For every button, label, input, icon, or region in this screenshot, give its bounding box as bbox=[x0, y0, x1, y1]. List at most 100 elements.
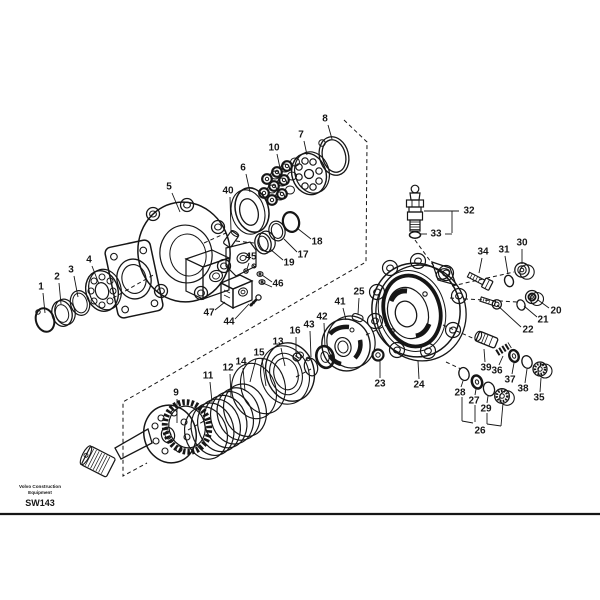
part-7-retainer-plate bbox=[290, 151, 331, 196]
part-callout-38: 38 bbox=[517, 384, 529, 395]
part-callout-35: 35 bbox=[533, 393, 545, 404]
callout-leader-44 bbox=[234, 303, 250, 320]
part-callout-10: 10 bbox=[268, 143, 280, 154]
part-callout-18: 18 bbox=[311, 237, 323, 248]
callout-leader-15 bbox=[249, 358, 257, 383]
callout-leader-47 bbox=[214, 301, 226, 311]
callout-leader-34 bbox=[478, 257, 483, 274]
callout-leader-21 bbox=[523, 305, 538, 318]
part-callout-12: 12 bbox=[222, 363, 234, 374]
callout-leader-43 bbox=[309, 330, 312, 358]
callout-leader-12 bbox=[229, 373, 232, 398]
part-callout-44: 44 bbox=[223, 317, 235, 328]
part-callout-34: 34 bbox=[477, 247, 489, 258]
brand-line2: Equipment bbox=[28, 490, 52, 495]
part-callout-37: 37 bbox=[504, 375, 516, 386]
callout-leader-3 bbox=[73, 275, 79, 298]
callout-leader-31 bbox=[504, 255, 509, 275]
callout-leader-22 bbox=[496, 304, 522, 328]
part-30-plug bbox=[514, 262, 535, 280]
part-callout-42: 42 bbox=[316, 312, 328, 323]
part-1-snap-ring bbox=[34, 307, 56, 333]
part-callout-29: 29 bbox=[480, 404, 492, 415]
part-13-retainer-cup bbox=[260, 342, 316, 405]
part-32-relief-valve bbox=[405, 184, 425, 232]
part-28-o-ring bbox=[458, 366, 470, 382]
part-39-valve-spool bbox=[474, 330, 499, 349]
part-31-o-ring bbox=[503, 274, 515, 288]
part-26-plug bbox=[494, 388, 515, 406]
callout-leader-38 bbox=[524, 368, 528, 384]
callout-leader-45 bbox=[246, 262, 250, 270]
part-callout-28: 28 bbox=[454, 388, 466, 399]
part-callout-8: 8 bbox=[322, 114, 328, 125]
part-37-seal-ring bbox=[508, 348, 520, 364]
callout-leader-37 bbox=[511, 362, 515, 375]
part-callout-2: 2 bbox=[54, 272, 60, 283]
part-36-spring bbox=[495, 342, 512, 356]
part-17-seal-ring bbox=[268, 220, 286, 242]
part-43-ring bbox=[303, 356, 319, 377]
part-callout-16: 16 bbox=[289, 326, 301, 337]
callout-leader-40 bbox=[229, 196, 232, 232]
part-4-ball-bearing bbox=[84, 268, 122, 312]
callout-leader-46 bbox=[261, 274, 273, 283]
callout-leader-15 bbox=[261, 358, 267, 387]
callout-leader-10 bbox=[276, 153, 281, 169]
part-6-retainer-ring bbox=[230, 187, 270, 235]
callout-leader-18 bbox=[296, 227, 312, 240]
callout-leader-42 bbox=[323, 322, 326, 348]
callout-leader-26 bbox=[461, 420, 474, 424]
part-callout-13: 13 bbox=[272, 337, 284, 348]
part-callout-36: 36 bbox=[491, 366, 503, 377]
part-29-o-ring bbox=[482, 381, 496, 397]
part-callout-6: 6 bbox=[240, 163, 246, 174]
part-callout-40: 40 bbox=[222, 186, 234, 197]
callout-leader-26 bbox=[500, 402, 504, 427]
callout-leader-29 bbox=[486, 395, 489, 404]
title-block: Volvo Construction Equipment SW143 bbox=[19, 484, 61, 508]
part-callout-22: 22 bbox=[522, 325, 534, 336]
callout-leader-8 bbox=[327, 124, 333, 140]
part-callout-19: 19 bbox=[283, 258, 295, 269]
part-callout-47: 47 bbox=[203, 308, 215, 319]
brand-line1: Volvo Construction bbox=[19, 484, 61, 489]
part-callout-31: 31 bbox=[498, 245, 510, 256]
part-callout-17: 17 bbox=[297, 250, 309, 261]
part-callout-5: 5 bbox=[166, 182, 172, 193]
part-callout-1: 1 bbox=[38, 282, 44, 293]
part-42-bearing-ring bbox=[315, 344, 335, 370]
part-callout-43: 43 bbox=[303, 320, 315, 331]
part-21-o-ring bbox=[516, 299, 526, 311]
part-callout-32: 32 bbox=[463, 206, 475, 217]
part-9-drive-shaft bbox=[79, 399, 213, 478]
part-18-ring bbox=[281, 211, 301, 233]
callout-leader-46 bbox=[262, 282, 273, 288]
part-callout-7: 7 bbox=[298, 130, 304, 141]
part-callout-46: 46 bbox=[272, 279, 284, 290]
part-24-end-cover bbox=[366, 252, 468, 362]
callout-leader-39 bbox=[483, 348, 486, 363]
part-27-seal bbox=[470, 374, 484, 390]
part-callout-39: 39 bbox=[480, 363, 492, 374]
callout-leader-27 bbox=[474, 388, 477, 396]
callout-leader-13 bbox=[280, 347, 286, 367]
part-callout-26: 26 bbox=[474, 426, 486, 437]
callout-leader-6 bbox=[245, 173, 251, 193]
callout-leader-11 bbox=[209, 381, 213, 403]
part-47-valve-block bbox=[219, 274, 254, 310]
part-38-o-ring bbox=[521, 355, 533, 369]
part-callout-23: 23 bbox=[374, 379, 386, 390]
callout-leader-14 bbox=[242, 367, 246, 392]
part-callout-25: 25 bbox=[353, 287, 365, 298]
part-10-piston-block bbox=[258, 157, 300, 206]
part-callout-9: 9 bbox=[173, 388, 179, 399]
part-callout-41: 41 bbox=[334, 297, 346, 308]
part-callout-20: 20 bbox=[550, 306, 562, 317]
callout-leader-4 bbox=[91, 265, 100, 285]
part-callout-3: 3 bbox=[68, 265, 74, 276]
part-callout-24: 24 bbox=[413, 380, 425, 391]
part-33-o-ring bbox=[408, 231, 422, 239]
